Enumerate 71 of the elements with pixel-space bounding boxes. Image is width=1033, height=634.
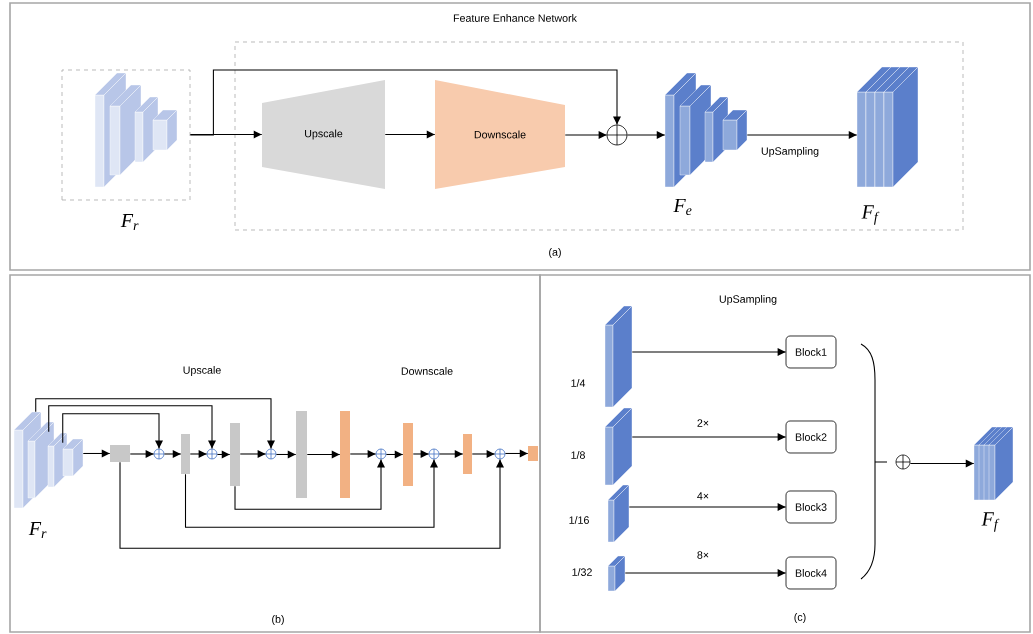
plus-circle [494,448,506,460]
plus-circle [895,454,911,470]
arrow [189,69,621,136]
arrow [412,450,430,458]
arrow [504,449,529,458]
arrow [82,449,111,458]
plus-circle [428,448,440,460]
trapezoid-block: Downscale [435,80,565,189]
feature-bar [340,411,350,498]
block-box: Block4 [785,556,837,590]
feature-bar [181,434,190,474]
arrow [385,450,404,459]
scale-label: 1/32 [572,568,592,576]
feature-block [528,446,538,461]
scale-label: 1/8 [571,451,585,459]
plus-circle [606,124,628,146]
arrow [349,450,377,458]
arrow [119,458,504,549]
feature-bar [403,423,413,486]
arrow [626,131,666,139]
panel-caption: (b) [272,615,284,625]
edge-label: UpSampling [759,145,821,159]
edge-label: 2× [695,417,711,429]
math-label: F$_{r}$ [120,214,139,230]
feature-bar [230,423,240,486]
section-label: Downscale [401,367,453,375]
scale-label: 1/16 [569,516,589,524]
scale-label: 1/4 [571,379,586,387]
arrow [564,131,608,139]
plus-circle [375,448,387,460]
arrow [189,450,208,458]
arrow [306,450,341,459]
arrow [48,405,216,450]
block-box: Block3 [785,490,837,524]
arrow [234,458,385,510]
panel-caption: (c) [794,613,806,623]
arrow [129,450,155,458]
arrow [62,413,163,450]
math-label: F$_{f}$ [861,205,880,225]
arrow [628,503,787,511]
arrow [438,450,464,458]
panel-title: Feature Enhance Network [453,14,577,22]
math-label: F$_{e}$ [673,198,692,216]
feature-bar [296,411,307,498]
arrow [631,433,787,441]
section-label: UpSampling [719,295,777,305]
arrow [631,348,787,356]
arrow [384,130,436,139]
arrow [163,450,182,458]
arrow [35,398,275,450]
edge-label: 4× [695,491,711,501]
plus-circle [265,448,277,460]
feature-bar [463,434,472,474]
plus-circle [206,448,218,460]
block-box: Block1 [785,335,837,369]
edge-label: 8× [695,549,711,561]
arrow [184,458,438,528]
math-label: F$_{r}$ [28,522,47,538]
arrow [909,459,975,468]
trapezoid-block: Upscale [262,80,385,189]
math-label: F$_{f}$ [981,512,1000,532]
arrow [275,450,297,459]
plus-circle [153,448,165,460]
block-box: Block2 [785,420,837,454]
arrow [471,450,496,458]
arrow [239,450,267,458]
arrow [216,450,231,459]
panel-caption: (a) [549,248,561,258]
section-label: Upscale [183,366,221,376]
feature-block [110,445,130,462]
arrow [746,131,858,139]
